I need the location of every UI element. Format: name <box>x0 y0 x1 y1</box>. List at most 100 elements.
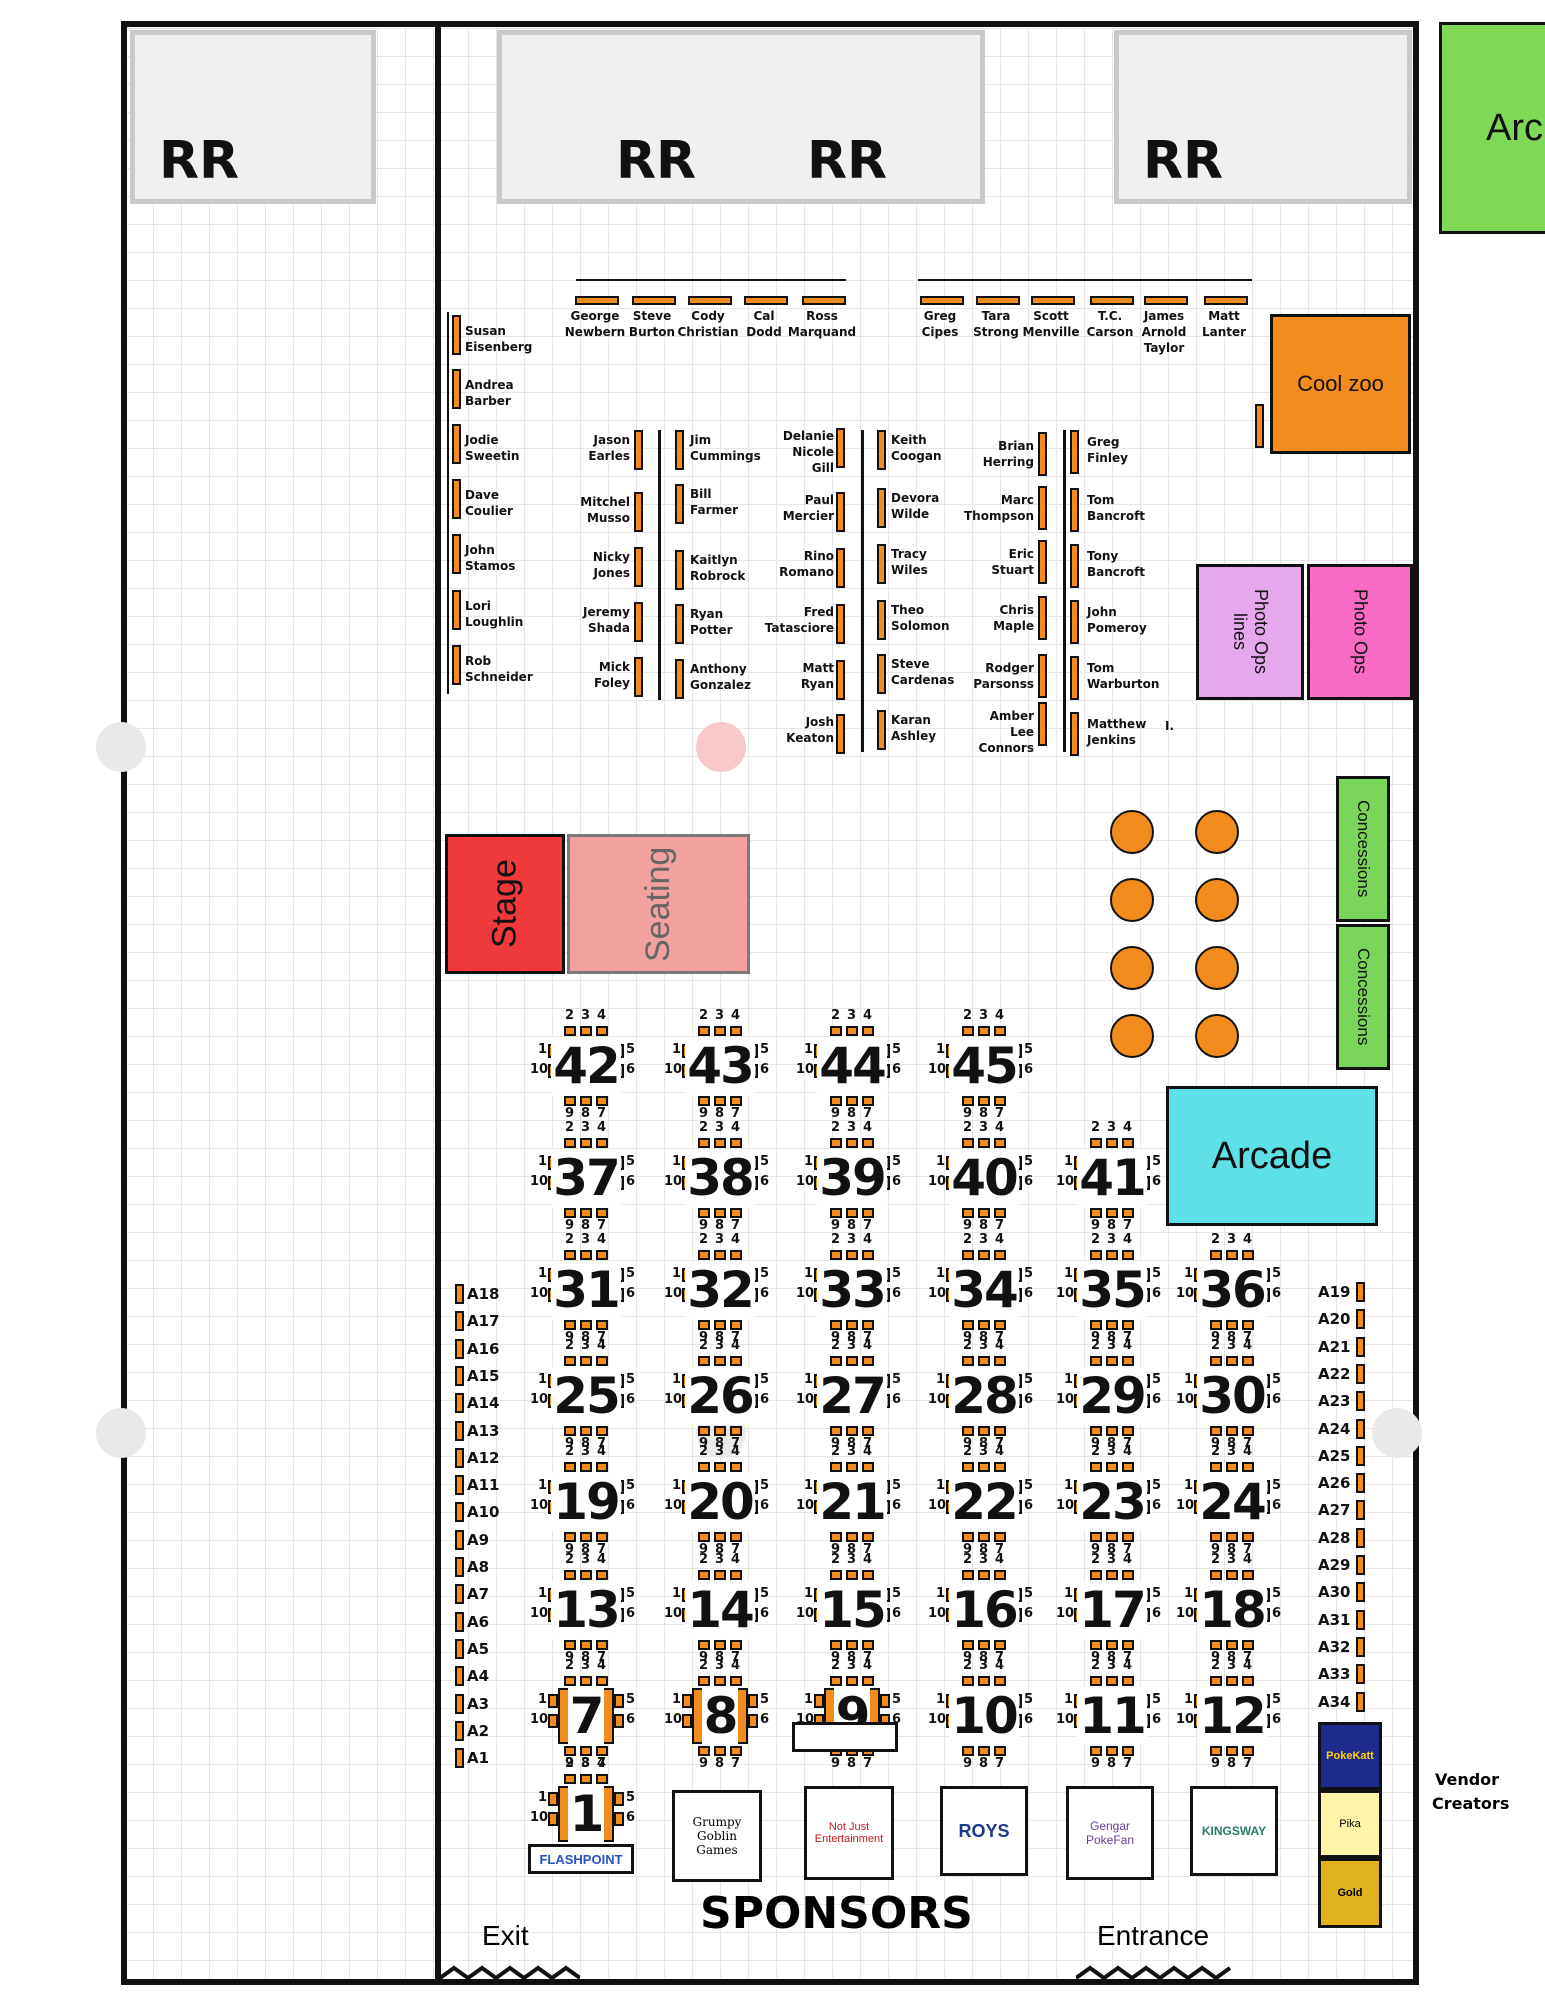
alley-chair <box>1356 1309 1365 1330</box>
guest-name: Eric Stuart <box>991 547 1034 577</box>
seat-number: 2 <box>831 1008 841 1023</box>
seat-number: 7 <box>863 1436 873 1451</box>
seat-number: 4 <box>1243 1338 1253 1353</box>
seat-number: 10 <box>796 1286 815 1301</box>
seat-number: 2 <box>963 1658 973 1673</box>
table-chair <box>698 1676 710 1686</box>
seat-number: 3 <box>715 1120 725 1135</box>
guest-row-line <box>918 279 1252 281</box>
alley-chair <box>455 1420 464 1441</box>
table-chair <box>1090 1676 1102 1686</box>
table-number: 40 <box>934 1146 1034 1210</box>
table-chair <box>962 1532 974 1542</box>
table-chair <box>730 1640 742 1650</box>
table-chair <box>1106 1676 1118 1686</box>
seat-number: 7 <box>995 1650 1005 1665</box>
guest-chair <box>976 296 1020 305</box>
seat-number: 5 <box>626 1692 636 1707</box>
table-chair <box>962 1570 974 1580</box>
seat-number: 4 <box>731 1658 741 1673</box>
table-chair <box>978 1532 990 1542</box>
table-chair <box>1226 1676 1238 1686</box>
seat-number: 8 <box>715 1106 725 1121</box>
table-chair <box>962 1462 974 1472</box>
table-chair <box>596 1462 608 1472</box>
table-chair <box>1122 1250 1134 1260</box>
seat-number: 4 <box>995 1008 1005 1023</box>
table-number-text: 44 <box>817 1037 887 1095</box>
table-number-text: 11 <box>1077 1687 1147 1745</box>
seat-number: 2 <box>699 1444 709 1459</box>
seat-number: 5 <box>626 1372 636 1387</box>
alley-label: A1 <box>467 1749 490 1768</box>
guest-chair <box>675 430 684 470</box>
table-chair <box>564 1462 576 1472</box>
alley-chair <box>1356 1363 1365 1384</box>
table-chair <box>1106 1320 1118 1330</box>
cafe-table <box>1195 810 1239 854</box>
table-chair <box>714 1462 726 1472</box>
seat-number: 2 <box>963 1232 973 1247</box>
table-chair <box>1226 1570 1238 1580</box>
guest-name: Andrea Barber <box>465 378 514 408</box>
seat-number: 10 <box>796 1392 815 1407</box>
table-chair <box>596 1774 608 1784</box>
table-number: 13 <box>536 1578 636 1642</box>
table-chair <box>730 1320 742 1330</box>
seat-number: 9 <box>565 1106 575 1121</box>
alley-chair <box>455 1447 464 1468</box>
table-chair <box>580 1774 592 1784</box>
seat-number: 5 <box>1024 1478 1034 1493</box>
table-chair <box>548 1714 558 1728</box>
seat-number: 8 <box>847 1330 857 1345</box>
table-number: 21 <box>802 1470 902 1534</box>
table-number-text: 25 <box>551 1367 621 1425</box>
seat-number: 6 <box>1024 1392 1034 1407</box>
table-chair <box>1122 1676 1134 1686</box>
seat-number: 9 <box>1211 1330 1221 1345</box>
table-chair <box>580 1320 592 1330</box>
seat-number: 1 <box>804 1478 814 1493</box>
seat-number: 10 <box>796 1498 815 1513</box>
seat-number: 5 <box>1272 1478 1282 1493</box>
table-chair <box>1106 1250 1118 1260</box>
seat-number: 8 <box>581 1330 591 1345</box>
table-number-text: 10 <box>949 1687 1019 1745</box>
seat-number: 4 <box>731 1232 741 1247</box>
seat-number: 7 <box>1243 1650 1253 1665</box>
seat-number: 6 <box>760 1174 770 1189</box>
seat-number: 4 <box>1123 1444 1133 1459</box>
seat-number: 1 <box>1064 1478 1074 1493</box>
seat-number: 1 <box>804 1266 814 1281</box>
cafe-table <box>1110 1014 1154 1058</box>
seat-number: 7 <box>1123 1330 1133 1345</box>
guest-chair <box>1070 544 1079 588</box>
table-chair <box>962 1096 974 1106</box>
seat-number: 1 <box>1064 1586 1074 1601</box>
seat-number: 1 <box>804 1586 814 1601</box>
seat-number: 6 <box>1152 1498 1162 1513</box>
seat-number: 5 <box>626 1042 636 1057</box>
table-chair <box>1242 1426 1254 1436</box>
alley-label: A8 <box>467 1558 490 1576</box>
alley-chair <box>455 1284 464 1304</box>
seat-number: 10 <box>664 1498 683 1513</box>
guest-chair <box>452 424 461 464</box>
restroom-right: RR <box>1114 30 1412 204</box>
table-chair <box>1242 1250 1254 1260</box>
seat-number: 6 <box>760 1606 770 1621</box>
guest-name: Anthony Gonzalez <box>690 662 751 692</box>
table-chair <box>1090 1746 1102 1756</box>
table-chair <box>1122 1138 1134 1148</box>
table-number-text: 24 <box>1197 1473 1267 1531</box>
seat-number: 2 <box>831 1120 841 1135</box>
photo-ops: Photo Ops <box>1307 564 1413 700</box>
alley-label: A11 <box>467 1476 500 1495</box>
alley-label: A7 <box>467 1585 490 1604</box>
guest-col-line <box>1063 430 1066 752</box>
seat-number: 10 <box>1176 1498 1195 1513</box>
guest-name: Dave Coulier <box>465 488 513 518</box>
